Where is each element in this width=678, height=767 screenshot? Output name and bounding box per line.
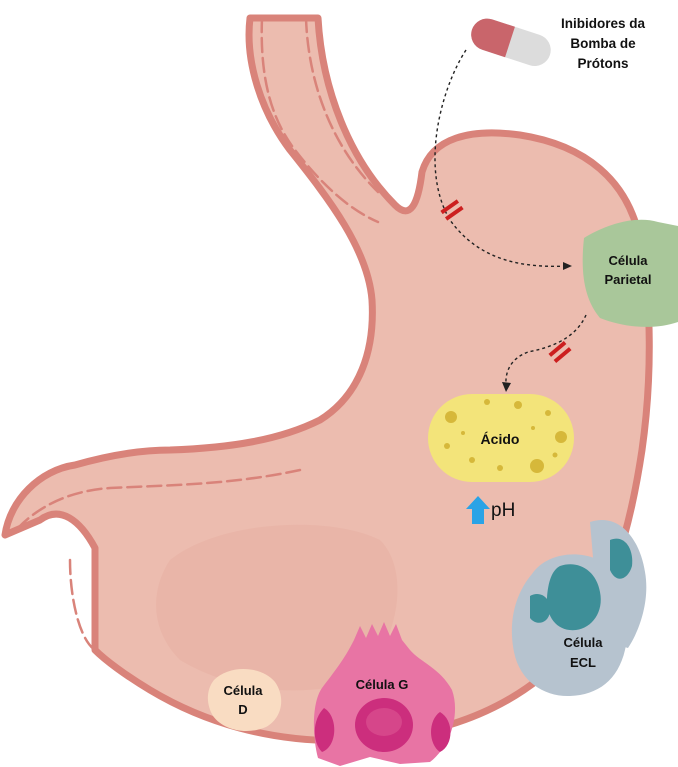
ph-label: pH <box>491 500 515 521</box>
d-cell <box>208 669 281 731</box>
acid-label: Ácido <box>481 431 520 447</box>
duodenum-wall-2 <box>70 560 95 650</box>
ecl-label-line2: ECL <box>570 655 596 670</box>
g-cell-label: Célula G <box>356 677 409 692</box>
ecl-label-line1: Célula <box>563 635 603 650</box>
ppi-label-line1: Inibidores da <box>561 16 646 31</box>
capsule-icon <box>467 14 555 70</box>
parietal-label-line1: Célula <box>608 253 648 268</box>
d-cell-label-line2: D <box>238 702 247 717</box>
ppi-label-line3: Prótons <box>577 56 628 71</box>
parietal-label-line2: Parietal <box>605 272 652 287</box>
ppi-label-line2: Bomba de <box>570 36 636 51</box>
d-cell-label-line1: Célula <box>223 683 263 698</box>
